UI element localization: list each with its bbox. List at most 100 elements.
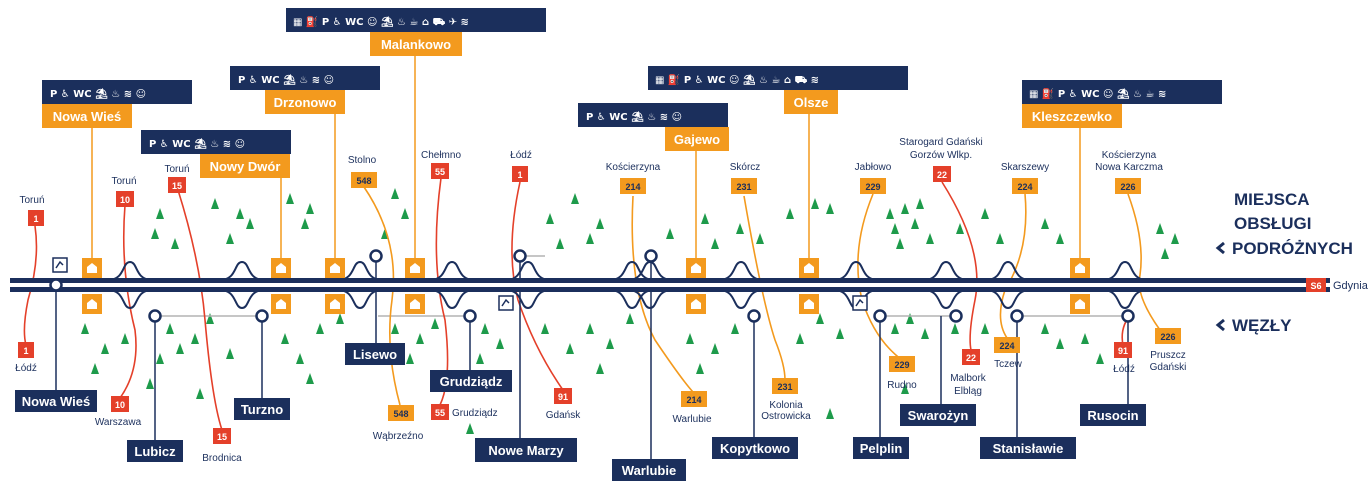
tree-icon: [906, 313, 914, 324]
tree-icon: [916, 198, 924, 209]
junction-warlubie[interactable]: Warlubie: [612, 459, 686, 481]
loop-ramp: [923, 289, 969, 310]
svg-text:Warszawa: Warszawa: [95, 417, 142, 428]
svg-text:229: 229: [865, 182, 880, 192]
junction-pelplin[interactable]: Pelplin: [853, 437, 909, 459]
facility-bar-nowy-dwor: P ♿ WC ⛱ ♨ ≋ ☺: [141, 130, 291, 154]
loop-ramp: [833, 260, 879, 281]
tree-icon: [956, 223, 964, 234]
loop-ramp: [107, 289, 153, 310]
facility-bar-nowa-wies: P ♿ WC ⛱ ♨ ≋ ☺: [42, 80, 192, 104]
rest-area-marker-icon: [325, 258, 345, 278]
svg-text:214: 214: [625, 182, 640, 192]
rest-area-nowa-wies[interactable]: Nowa Wieś: [42, 104, 132, 128]
svg-text:▦ ⛽ P ♿ WC ☺ ⛱ ♨ ☕ ⌂ ⛟ ≋: ▦ ⛽ P ♿ WC ☺ ⛱ ♨ ☕ ⌂ ⛟ ≋: [655, 73, 819, 86]
svg-text:22: 22: [966, 353, 976, 363]
svg-text:Stanisławie: Stanisławie: [993, 441, 1064, 456]
rest-area-olsze[interactable]: Olsze: [784, 90, 838, 114]
legend: MIEJSCA OBSŁUGI PODRÓŻNYCH WĘZŁY: [1215, 190, 1353, 335]
tree-icon: [896, 238, 904, 249]
loop-ramp: [923, 260, 969, 281]
loop-ramp: [505, 289, 551, 310]
svg-text:OBSŁUGI: OBSŁUGI: [1234, 214, 1311, 233]
junction-kopytkowo[interactable]: Kopytkowo: [712, 437, 798, 459]
tree-icon: [296, 353, 304, 364]
tree-icon: [701, 213, 709, 224]
tree-icon: [666, 228, 674, 239]
junction-lisewo[interactable]: Lisewo: [345, 343, 405, 365]
tree-icon: [586, 233, 594, 244]
loop-ramp: [429, 289, 475, 310]
tree-icon: [891, 323, 899, 334]
chevron-left-icon: [1215, 318, 1225, 332]
svg-text:S6: S6: [1310, 281, 1321, 291]
tree-icon: [556, 238, 564, 249]
tree-icon: [146, 378, 154, 389]
tree-icon: [156, 353, 164, 364]
tree-icon: [316, 323, 324, 334]
svg-text:Brodnica: Brodnica: [202, 453, 242, 464]
junction-nowa-wies[interactable]: Nowa Wieś: [15, 390, 97, 412]
rest-area-kleszczewko[interactable]: Kleszczewko: [1022, 104, 1122, 128]
svg-text:Ostrowicka: Ostrowicka: [761, 411, 811, 422]
svg-text:10: 10: [120, 195, 130, 205]
svg-text:Gdański: Gdański: [1150, 362, 1187, 373]
junction-node: [513, 249, 527, 263]
rest-area-marker-icon: [271, 258, 291, 278]
svg-text:Toruń: Toruń: [111, 176, 136, 187]
facility-icons-row: P ♿ WC ⛱ ♨ ≋ ☺: [50, 88, 146, 100]
tree-icon: [211, 198, 219, 209]
tree-icon: [121, 333, 129, 344]
gdynia-label: Gdynia: [1333, 280, 1369, 292]
rest-area-nowy-dwor[interactable]: Nowy Dwór: [200, 154, 290, 178]
s6-badge: S6: [1306, 278, 1326, 292]
rest-area-marker-icon: [1070, 258, 1090, 278]
svg-text:Gajewo: Gajewo: [674, 132, 720, 147]
loop-ramp: [985, 260, 1031, 281]
junction-turzno[interactable]: Turzno: [234, 398, 290, 420]
tree-icon: [886, 208, 894, 219]
loop-ramp: [219, 260, 265, 281]
tree-icon: [191, 333, 199, 344]
svg-text:Pruszcz: Pruszcz: [1150, 350, 1186, 361]
junction-node: [949, 309, 963, 323]
tree-icon: [981, 323, 989, 334]
forest-decoration: [81, 188, 1179, 434]
tree-icon: [711, 343, 719, 354]
svg-text:Lubicz: Lubicz: [134, 444, 176, 459]
loop-ramp: [337, 260, 383, 281]
junction-swarozyn[interactable]: Swarożyn: [900, 404, 976, 426]
svg-text:P ♿ WC ⛱ ♨ ≋ ☺: P ♿ WC ⛱ ♨ ≋ ☺: [238, 74, 334, 86]
svg-text:Toruń: Toruń: [19, 195, 44, 206]
svg-text:226: 226: [1160, 332, 1175, 342]
rest-area-malankowo[interactable]: Malankowo: [370, 32, 462, 56]
svg-text:229: 229: [894, 360, 909, 370]
svg-text:PODRÓŻNYCH: PODRÓŻNYCH: [1232, 239, 1353, 258]
rest-area-marker-icon: [405, 258, 425, 278]
loop-ramp: [1102, 289, 1148, 310]
junction-node: [644, 249, 658, 263]
rest-area-marker-icon: [799, 294, 819, 314]
tree-icon: [566, 343, 574, 354]
rest-area-drzonowo[interactable]: Drzonowo: [265, 90, 345, 114]
tree-icon: [226, 348, 234, 359]
tree-icon: [281, 333, 289, 344]
junction-lubicz[interactable]: Lubicz: [127, 440, 183, 462]
junction-rusocin[interactable]: Rusocin: [1080, 404, 1146, 426]
junction-nowe-marzy[interactable]: Nowe Marzy: [475, 438, 577, 462]
svg-text:548: 548: [356, 176, 371, 186]
tree-icon: [1096, 353, 1104, 364]
junction-grudziadz[interactable]: Grudziądz: [430, 370, 512, 392]
junction-node: [463, 309, 477, 323]
svg-text:224: 224: [1017, 182, 1032, 192]
svg-text:22: 22: [937, 170, 947, 180]
tree-icon: [826, 408, 834, 419]
rest-area-gajewo[interactable]: Gajewo: [665, 127, 729, 151]
loop-ramp: [219, 289, 265, 310]
loop-ramp: [609, 260, 655, 281]
tree-icon: [431, 318, 439, 329]
tree-icon: [286, 193, 294, 204]
junction-stanislawie[interactable]: Stanisławie: [980, 437, 1076, 459]
tree-icon: [101, 343, 109, 354]
